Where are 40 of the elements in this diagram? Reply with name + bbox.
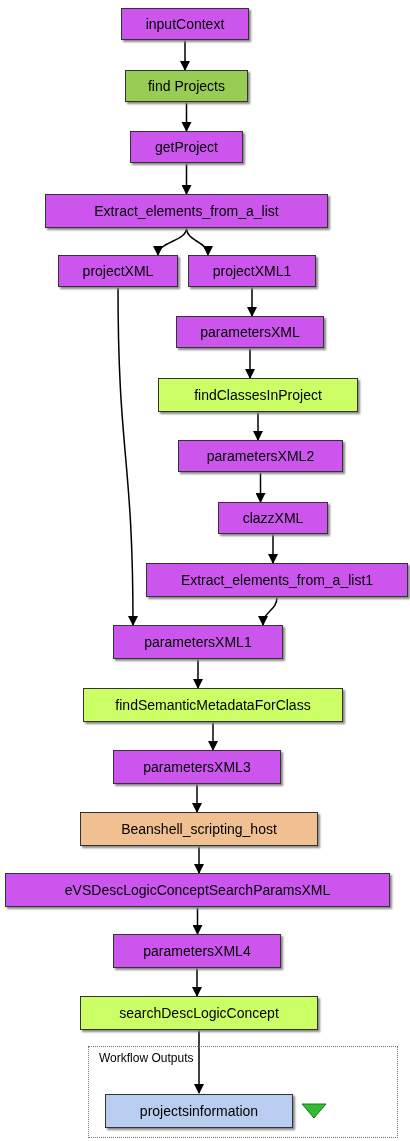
process-box: Extract_elements_from_a_list (45, 194, 328, 228)
process-box: eVSDescLogicConceptSearchParamsXML (5, 873, 390, 907)
arrow (154, 227, 188, 256)
process-box: Extract_elements_from_a_list1 (146, 563, 408, 597)
output-box: projectsinformation (105, 1094, 293, 1128)
process-box: getProject (130, 131, 243, 163)
group-title: Workflow Outputs (99, 1051, 194, 1065)
arrow (181, 101, 192, 132)
process-box: projectXML (58, 255, 178, 287)
arrow (192, 906, 203, 935)
arrow (193, 658, 203, 689)
process-box: find Projects (125, 70, 248, 102)
process-box: Beanshell_scripting_host (80, 812, 318, 846)
process-box: findSemanticMetadataForClass (83, 688, 343, 722)
process-box: inputContext (121, 8, 249, 40)
arrow (253, 411, 263, 441)
process-box: parametersXML4 (113, 934, 281, 968)
process-box: parametersXML1 (113, 625, 283, 659)
arrow (192, 967, 202, 997)
process-box: searchDescLogicConcept (80, 996, 318, 1030)
arrow (194, 845, 204, 874)
arrow (208, 721, 218, 751)
arrow (247, 286, 257, 317)
process-box: findClassesInProject (158, 378, 358, 412)
outputs-group (88, 1046, 398, 1138)
arrow (180, 39, 190, 71)
process-box: parametersXML2 (178, 440, 343, 472)
arrow (185, 227, 212, 256)
arrow (268, 533, 278, 564)
process-box: parametersXML (176, 316, 324, 348)
arrow (255, 471, 266, 503)
process-box: parametersXML3 (113, 750, 281, 784)
arrow (245, 347, 255, 379)
process-box: projectXML1 (188, 255, 316, 287)
arrow (181, 162, 192, 195)
arrow (258, 596, 278, 626)
arrow (194, 1029, 204, 1094)
arrow (117, 286, 138, 626)
process-box: clazzXML (218, 502, 328, 534)
arrow (192, 783, 202, 813)
